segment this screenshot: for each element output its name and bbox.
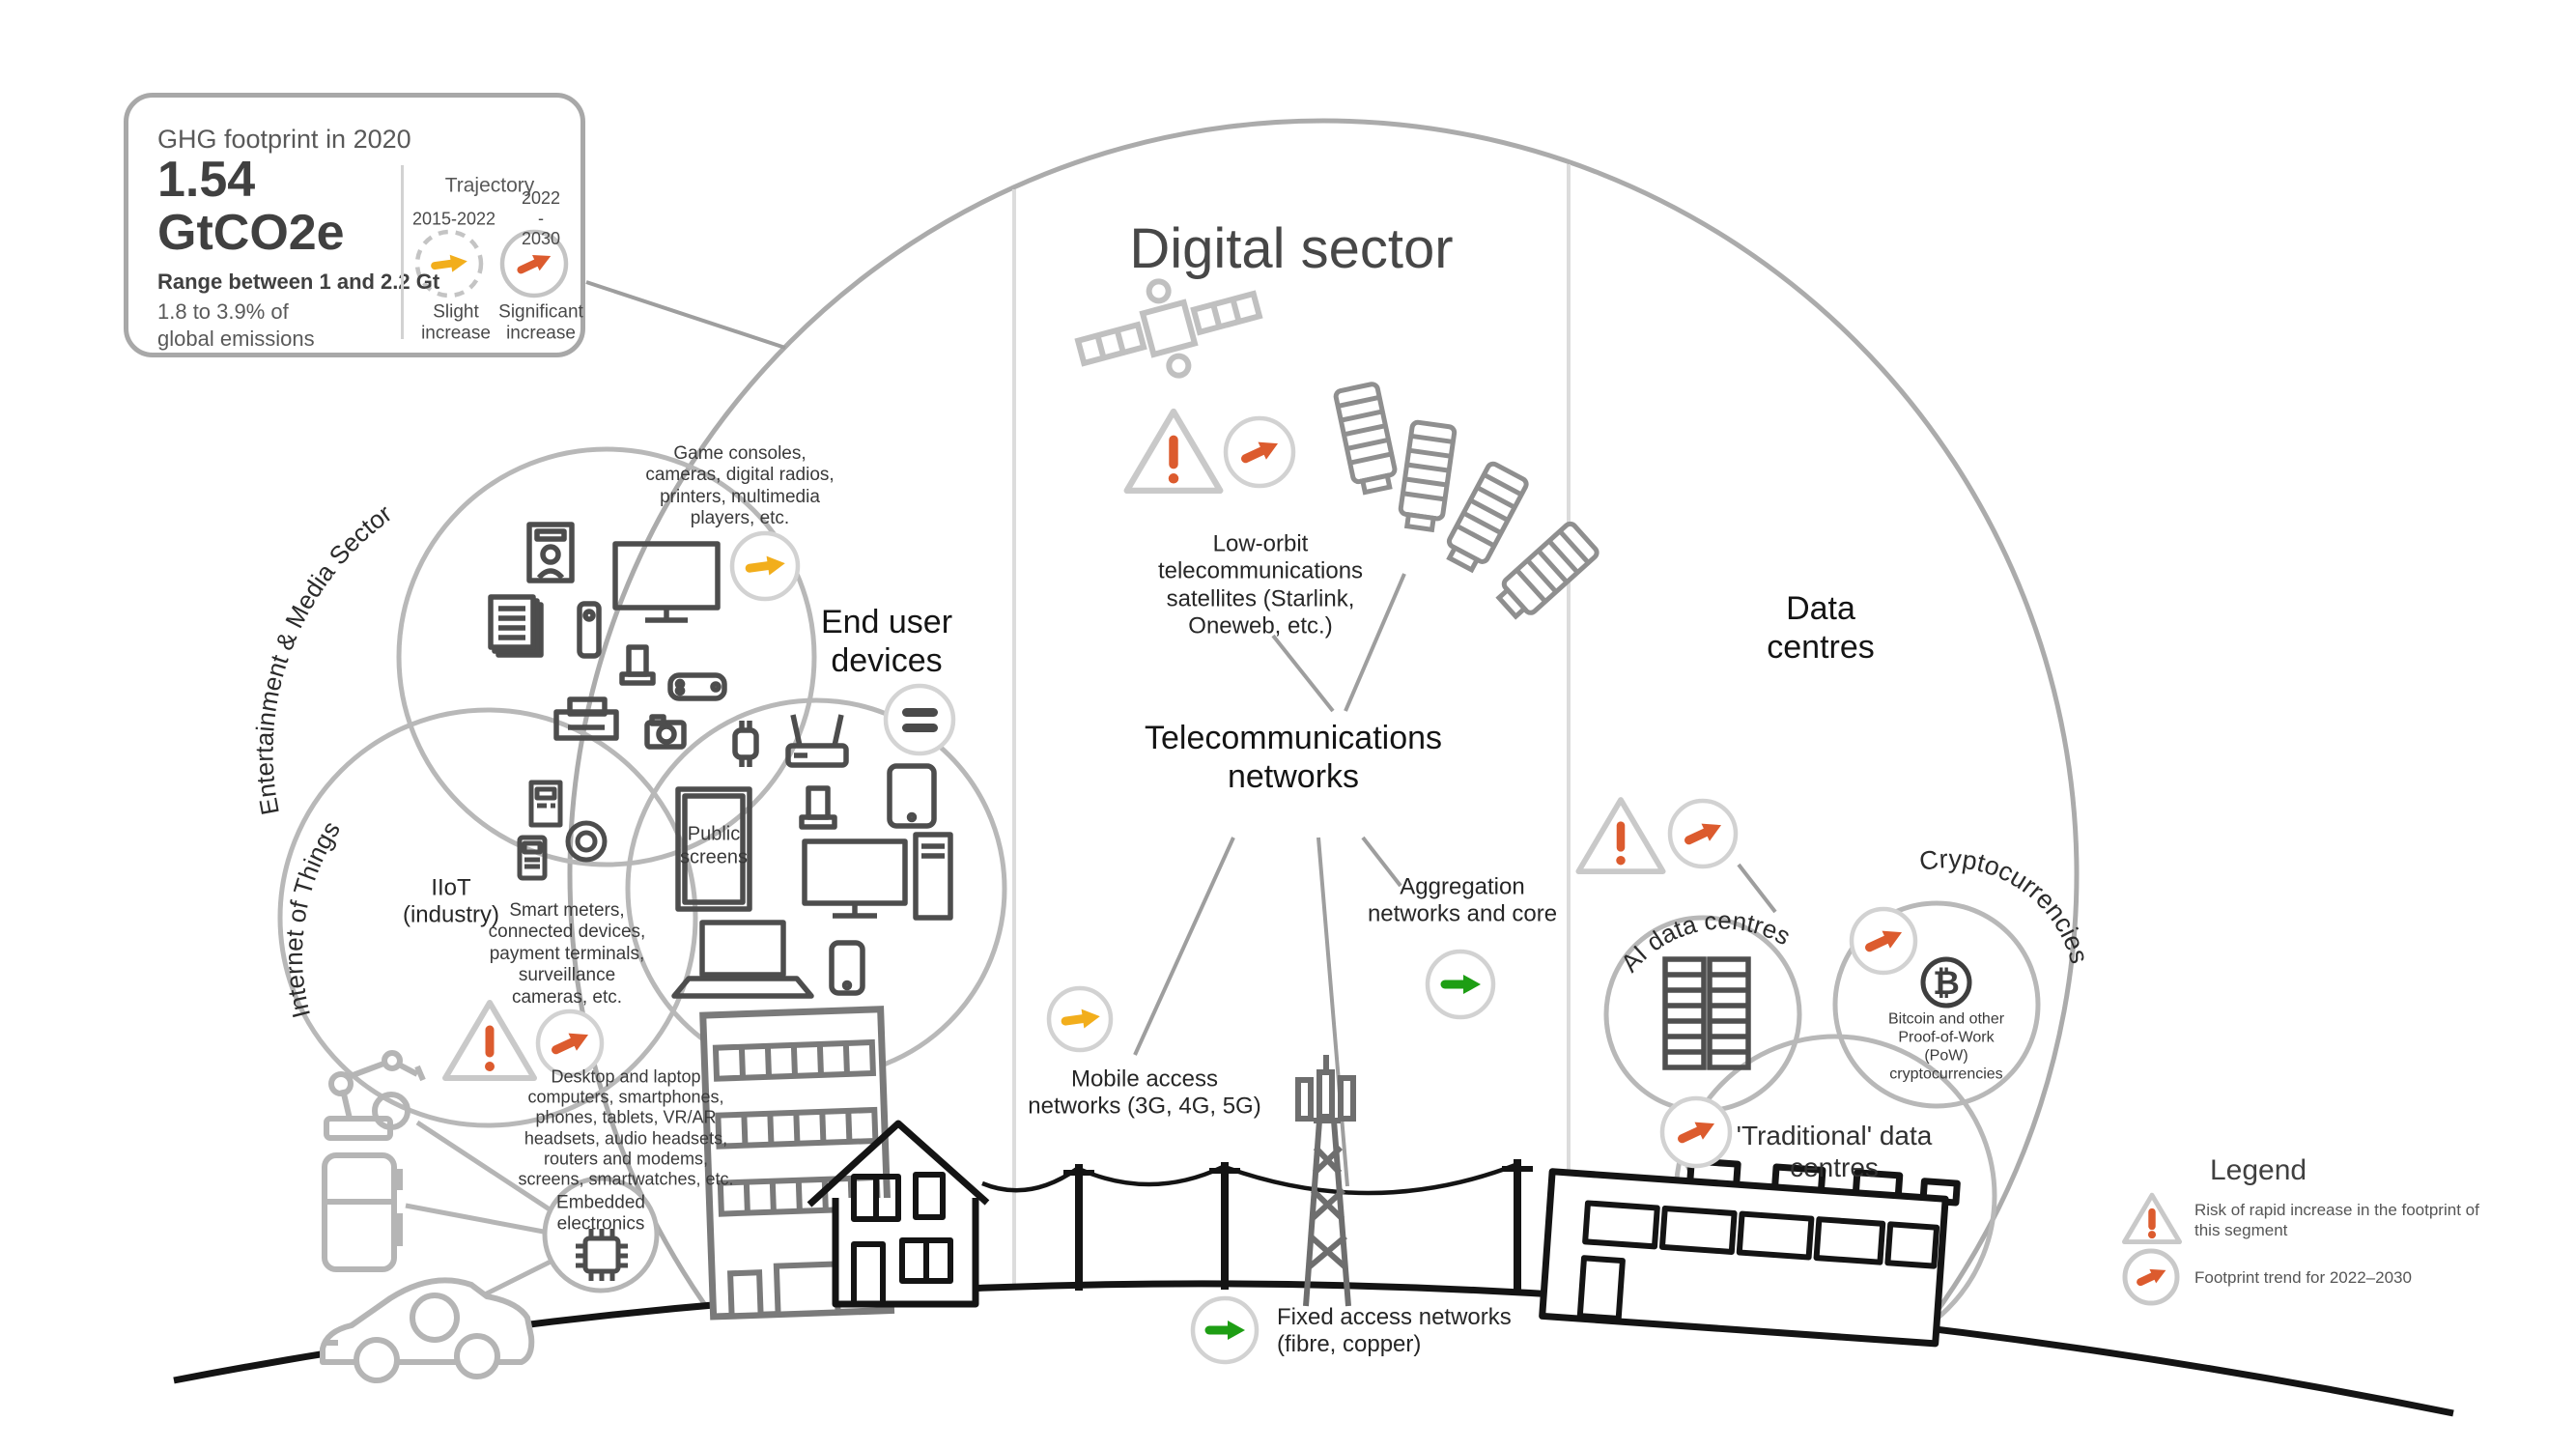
- entertainment-icons: [488, 522, 727, 750]
- trend-significant-increase-card-icon: [499, 229, 569, 298]
- trend-icon-aggregation: [1425, 949, 1496, 1020]
- iot-description: Smart meters, connected devices, payment…: [488, 899, 646, 1008]
- trajectory-period-1: 2015-2022: [411, 209, 496, 229]
- bitcoin-icon: ₿: [1920, 956, 1972, 1009]
- trajectory-period-2: 2022 - 2030: [521, 188, 561, 249]
- trend-icon-iot: [535, 1009, 605, 1078]
- telecom-to-tower-connector: [1316, 837, 1349, 1187]
- section-label-telecommunications: Telecommunications networks: [1144, 719, 1443, 795]
- section-label-end-user-devices: End user devices: [820, 603, 953, 679]
- server-racks-icon: [1662, 956, 1751, 1070]
- end-user-device-icons: [671, 714, 953, 999]
- chip-icon: [576, 1229, 628, 1281]
- aggregation-label: Aggregation networks and core: [1367, 873, 1558, 927]
- handheld-console-icon: [667, 672, 727, 701]
- satellites-to-telecom-connector: [1344, 573, 1406, 712]
- ghg-footprint-card: GHG footprint in 2020 1.54 GtCO2e Range …: [124, 93, 585, 357]
- connector-lines: [585, 280, 1777, 1205]
- robot-arm-icon: [324, 1050, 426, 1141]
- legend-trend-text: Footprint trend for 2022–2030: [2194, 1268, 2412, 1287]
- ghg-value: 1.54 GtCO2e: [157, 152, 345, 261]
- internet-of-things-curved-label: Internet of Things: [279, 816, 346, 1021]
- payment-terminal-icon: [517, 835, 548, 881]
- legend-title: Legend: [2210, 1154, 2307, 1186]
- tablet-icon: [887, 763, 937, 829]
- fridge-icon: [322, 1152, 403, 1272]
- card-title: GHG footprint in 2020: [157, 125, 411, 154]
- trend-icon-satellites: [1223, 415, 1296, 489]
- cell-tower-icon: [1295, 1055, 1356, 1307]
- trend-icon-legend: [2122, 1248, 2180, 1306]
- risk-to-ai-connector: [1737, 863, 1777, 914]
- laptop-icon: [671, 920, 814, 999]
- trend-icon-mobile: [1046, 985, 1114, 1053]
- magazines-icon: [488, 594, 544, 658]
- dome-title: Digital sector: [1129, 216, 1454, 280]
- game-console-icon: [577, 601, 602, 659]
- trend-icon-devices-stable: [883, 683, 956, 756]
- risk-icon-legend: [2121, 1192, 2183, 1245]
- data-centre-building: [1539, 1157, 1961, 1348]
- poster-icon: [526, 522, 575, 583]
- low-orbit-satellites-icons: [1333, 382, 1599, 620]
- phone-dock-icon: [799, 785, 837, 830]
- public-screens-label: Public screens: [679, 823, 749, 867]
- entertainment-media-curved-label: Entertainment & Media Sector: [250, 498, 398, 817]
- risk-icon-iot: [442, 1000, 537, 1081]
- iiot-label: IIoT (industry): [402, 874, 500, 928]
- bitcoin-glyph: ₿: [1933, 964, 1960, 1003]
- risk-icon-satellites: [1123, 408, 1224, 495]
- low-orbit-satellites-label: Low-orbit telecommunications satellites …: [1157, 530, 1364, 639]
- section-label-data-centres: Data centres: [1767, 589, 1875, 666]
- card-to-dome-connector: [585, 280, 786, 350]
- entertainment-description: Game consoles, cameras, digital radios, …: [645, 443, 835, 529]
- trajectory-caption-2: Significant increase: [498, 301, 583, 344]
- camera-icon: [644, 714, 687, 750]
- telecom-to-aggregation-connector: [1361, 836, 1402, 888]
- trend-slight-increase-card-icon: [414, 229, 484, 298]
- ghg-range: Range between 1 and 2.2 Gt: [157, 270, 440, 294]
- trajectory-title: Trajectory: [444, 174, 535, 197]
- embedded-electronics-label: Embedded electronics: [556, 1192, 645, 1235]
- fixed-network-poles: [981, 1159, 1533, 1294]
- surveillance-camera-icon: [565, 820, 608, 863]
- legend-risk-text: Risk of rapid increase in the footprint …: [2194, 1201, 2479, 1240]
- printer-icon: [553, 696, 619, 741]
- mobile-access-label: Mobile access networks (3G, 4G, 5G): [1028, 1065, 1261, 1120]
- trend-icon-fixed: [1190, 1295, 1260, 1365]
- smart-meter-icon: [528, 780, 563, 828]
- traditional-data-centres-label: 'Traditional' data centres: [1736, 1120, 1933, 1182]
- smartphone-icon: [829, 940, 865, 996]
- trajectory-caption-1: Slight increase: [421, 301, 491, 344]
- trend-icon-ai: [1667, 798, 1739, 869]
- house: [807, 1120, 990, 1308]
- ghg-share: 1.8 to 3.9% of global emissions: [157, 299, 315, 351]
- loworbit-to-telecom-connector: [1271, 634, 1335, 713]
- telecom-to-mobile-connector: [1133, 837, 1235, 1056]
- tv-icon: [612, 541, 721, 623]
- router-icon: [785, 714, 849, 768]
- pc-tower-icon: [913, 832, 953, 921]
- fixed-access-label: Fixed access networks (fibre, copper): [1277, 1304, 1512, 1358]
- smartwatch-icon: [732, 721, 759, 767]
- risk-icon-ai: [1575, 797, 1666, 874]
- entertainment-media-circle: [396, 446, 817, 867]
- cryptocurrencies-circle: [1832, 900, 2041, 1109]
- end-user-devices-description: Desktop and laptop computers, smartphone…: [518, 1066, 734, 1189]
- below-ground-mask: [0, 1283, 2576, 1449]
- car-icon: [320, 1277, 535, 1383]
- trend-icon-entertainment: [729, 530, 801, 602]
- media-player-dock-icon: [619, 644, 656, 686]
- bitcoin-description: Bitcoin and other Proof-of-Work (PoW) cr…: [1887, 1010, 2005, 1082]
- embedded-connector-lines: [405, 1120, 560, 1302]
- trend-icon-crypto: [1849, 906, 1918, 976]
- iot-icons: [517, 780, 608, 881]
- satellite-icon: [1074, 278, 1263, 379]
- public-screen-icon: [675, 786, 752, 912]
- trend-icon-traditional: [1659, 1095, 1733, 1169]
- monitor-icon: [802, 838, 908, 919]
- internet-of-things-circle: [277, 707, 698, 1128]
- card-divider: [401, 165, 404, 339]
